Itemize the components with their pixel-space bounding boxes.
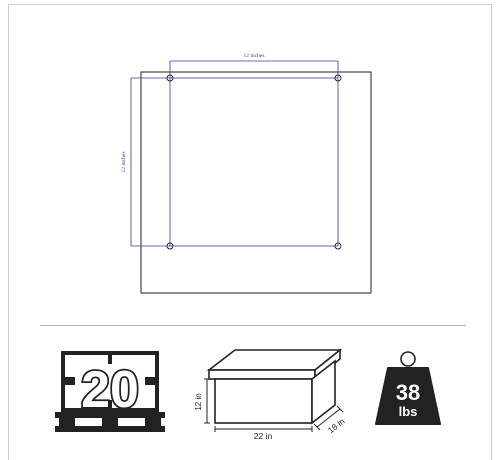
mounting-diagram: 12 inches 12 inches [121,53,372,294]
hole-top-right [334,74,342,82]
weight-ring [400,351,416,367]
weight-value: 38 [396,380,420,405]
section-divider [40,325,466,326]
side-dimension-label: 12 inches [121,152,127,173]
hole-bottom-right [334,242,342,250]
pallet-count: 20 [81,361,139,419]
box-width-label: 18 in [326,416,347,435]
weight-unit: lbs [399,404,418,419]
page-frame [8,4,492,460]
hole-pattern-square [169,77,339,247]
pallet-icon: 20 [55,351,165,432]
panel-outline [140,71,372,294]
hole-top-left [166,74,174,82]
mounting-holes [166,74,342,250]
box-length-label: 22 in [254,431,273,440]
weight-body [375,367,441,425]
box-height-label: 12 in [195,393,203,410]
top-dimension-label: 12 inches [244,53,265,59]
hole-bottom-left [166,242,174,250]
box-dimensions-icon: 12 in 22 in 18 in [195,348,347,440]
weight-icon: 38 lbs [375,351,441,425]
